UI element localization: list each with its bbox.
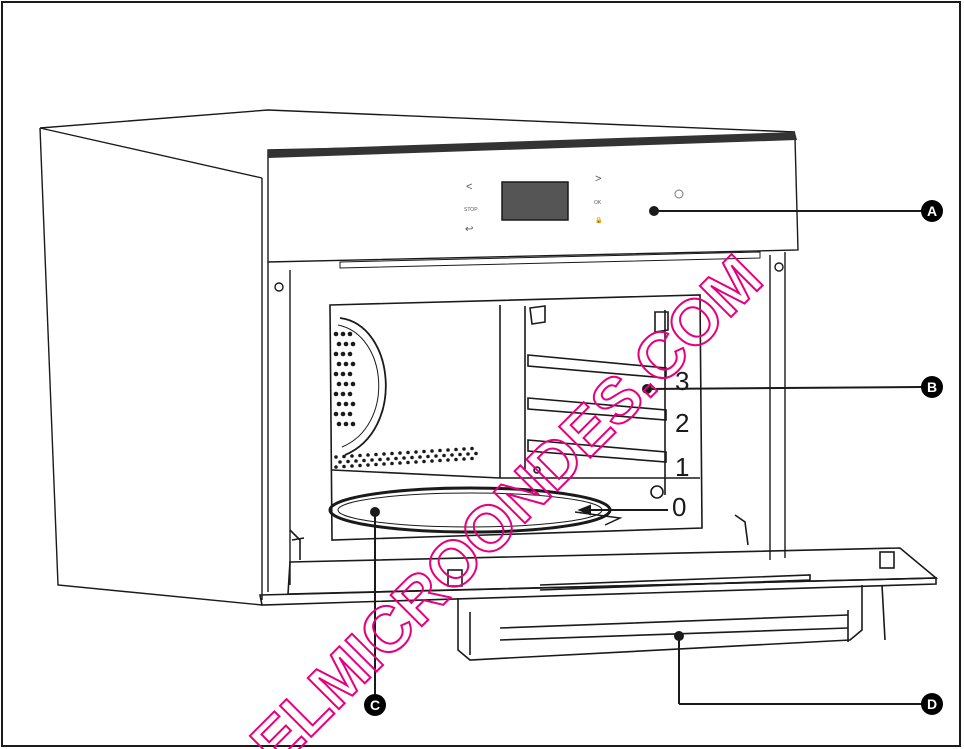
leader-lines: [370, 206, 923, 705]
undo-icon: ↩: [465, 224, 473, 235]
shelf-rails: [524, 305, 669, 499]
lock-icon: 🔒: [595, 216, 602, 224]
callout-b: B: [921, 376, 943, 398]
back-arrow-icon: <: [466, 181, 472, 193]
svg-text:D: D: [927, 696, 937, 712]
oven-body: [39, 109, 796, 606]
shelf-level-1: 1: [675, 452, 689, 482]
ok-label: OK: [594, 200, 602, 206]
watermark: ELMICROONDES.COM: [237, 241, 776, 749]
front-frame: [267, 252, 786, 592]
forward-arrow-icon: >: [595, 173, 601, 185]
stop-label: STOP: [464, 207, 478, 213]
display-screen: [501, 181, 569, 221]
callout-a: A: [921, 200, 943, 222]
shelf-level-0: 0: [672, 492, 686, 522]
callout-c: C: [364, 694, 386, 716]
shelf-level-3: 3: [675, 366, 689, 396]
door-handle: [457, 584, 886, 661]
shelf-level-labels: 3 2 1 0: [672, 366, 689, 522]
shelf-level-2: 2: [675, 408, 689, 438]
control-panel: < STOP ↩ > OK 🔒: [267, 132, 799, 269]
sensor-circle: [674, 189, 684, 199]
fan-cover: [339, 317, 387, 456]
callout-d: D: [921, 693, 943, 715]
svg-text:A: A: [927, 203, 937, 219]
oven-door: [259, 514, 939, 606]
floor-perforations: [334, 446, 478, 469]
svg-text:B: B: [927, 379, 937, 395]
svg-text:C: C: [370, 697, 380, 713]
oven-cavity: [329, 294, 703, 541]
fan-perforations: [333, 331, 356, 427]
